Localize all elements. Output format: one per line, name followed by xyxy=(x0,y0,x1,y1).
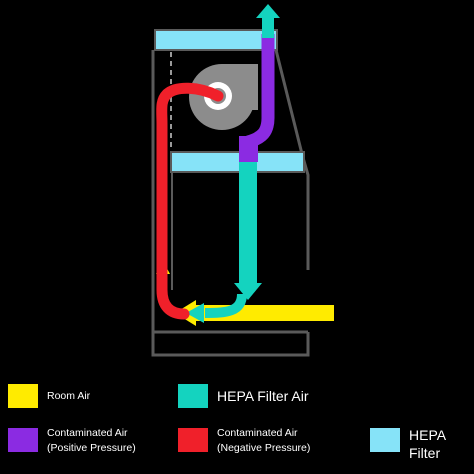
hepa-filter-label: HEPA Filter xyxy=(409,427,447,461)
negative-pressure-air-flow xyxy=(156,82,224,320)
contaminated-negative-swatch xyxy=(178,428,208,452)
hepa-filter-air-swatch xyxy=(178,384,208,408)
legend-contaminated-positive: Contaminated Air (Positive Pressure) xyxy=(8,427,136,456)
blower-fan xyxy=(189,64,258,130)
contaminated-positive-swatch xyxy=(8,428,38,452)
room-air-swatch xyxy=(8,384,38,408)
exhaust-arrow xyxy=(256,4,280,38)
legend-hepa-filter-air: HEPA Filter Air xyxy=(178,384,309,408)
contaminated-positive-label: Contaminated Air (Positive Pressure) xyxy=(47,427,136,454)
room-air-label: Room Air xyxy=(47,390,91,402)
legend-room-air: Room Air xyxy=(8,384,90,408)
contaminated-negative-label: Contaminated Air (Negative Pressure) xyxy=(217,427,311,454)
legend-contaminated-negative: Contaminated Air (Negative Pressure) xyxy=(178,427,311,456)
hepa-filter-air-label: HEPA Filter Air xyxy=(217,388,309,404)
hepa-filter-air-flow xyxy=(186,142,262,323)
positive-pressure-air-flow xyxy=(239,34,275,162)
top-hepa-filter xyxy=(154,29,278,51)
legend-hepa-filter: HEPA Filter xyxy=(370,427,447,462)
middle-hepa-filter xyxy=(170,151,305,173)
hepa-filter-swatch xyxy=(370,428,400,452)
